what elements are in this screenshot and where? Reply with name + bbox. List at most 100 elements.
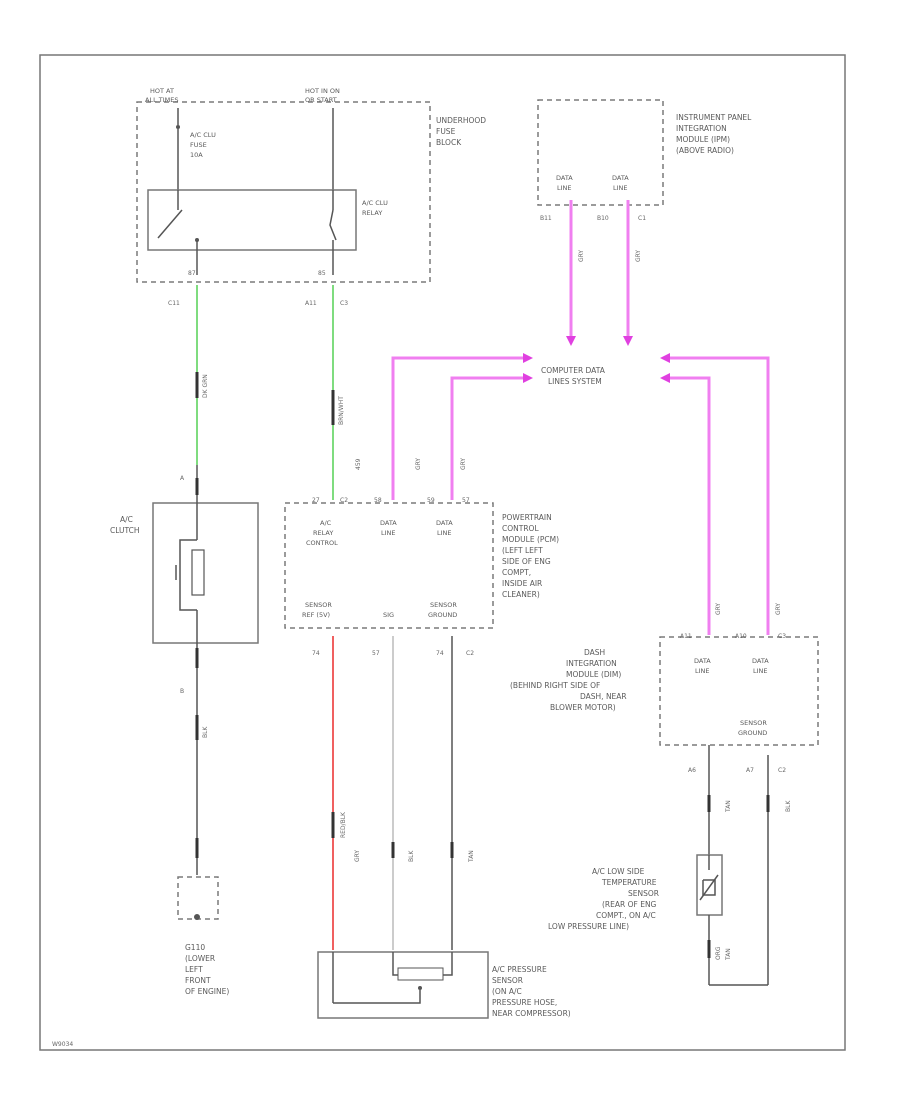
ground-label-3: LEFT [185,965,203,974]
ground-label-5: OF ENGINE) [185,987,229,996]
dim-data-1a: DATA [694,657,711,665]
dim-wire-tan: TAN [725,800,732,813]
data-system-label-1: COMPUTER DATA [541,366,606,375]
pcm-sensor-ref-1: SENSOR [305,601,332,609]
underhood-fuse-block: HOT AT ALL TIMES HOT IN ON OR START A/C … [136,87,486,283]
pcm-data-1b: LINE [381,529,396,537]
relay-label-2: RELAY [362,209,382,217]
dim-pin-c2: C2 [778,767,786,774]
ipm-wire-gry-2: GRY [635,250,642,262]
pcm-sig: SIG [383,611,394,619]
ipm-wire-gry-1: GRY [578,250,585,262]
clutch-label-2: CLUTCH [110,526,140,535]
wire-label-brn-wht: BRN/WHT [338,396,345,425]
pcm-data-1a: DATA [380,519,397,527]
ipm-data-2a: DATA [612,174,629,182]
temp-sensor-5: COMPT., ON A/C [596,911,656,920]
dim-pin-a11: A11 [680,633,692,640]
dim-pin-a7: A7 [746,767,754,774]
temp-sensor-2: TEMPERATURE [601,878,657,887]
pcm-sensor-gnd-2: GROUND [428,611,457,619]
dim-title-1: DASH [584,648,605,657]
pressure-sensor-5: NEAR COMPRESSOR) [492,1009,571,1018]
ipm-pin-b11: B11 [540,215,552,222]
dim-title-6: BLOWER MOTOR) [550,703,616,712]
sensor-wire-tan: TAN [468,850,475,863]
conn-c3: C3 [340,300,348,307]
dim-wire-gry-1: GRY [715,603,722,615]
dim-sensor-gnd-1: SENSOR [740,719,767,727]
ac-pressure-sensor: A/C PRESSURE SENSOR (ON A/C PRESSURE HOS… [317,951,571,1019]
fuse-label-3: 10A [190,151,203,159]
sensor-wire-red-blk: RED/BLK [340,811,347,838]
pcm-module: 27 C2 58 59 57 459 GRY GRY A/C RELAY CON… [284,458,559,657]
pcm-data-2b: LINE [437,529,452,537]
ipm-title-4: (ABOVE RADIO) [676,146,734,155]
pcm-sensor-ref-2: REF (5V) [302,611,330,619]
ground-label-4: FRONT [185,976,211,985]
sensor-wire-gry: GRY [354,850,361,862]
dim-module: GRY GRY A11 A10 C3 DATA LINE DATA LINE S… [510,603,819,774]
relay-label-1: A/C CLU [362,199,388,207]
temp-sensor-1: A/C LOW SIDE [592,867,645,876]
dim-data-2a: DATA [752,657,769,665]
pcm-pin-27: 27 [312,497,320,504]
conn-a11: A11 [305,300,317,307]
pcm-pin-59: 59 [427,497,435,504]
pcm-title-4: (LEFT LEFT [502,546,543,555]
pcm-pin-57b: 57 [372,650,380,657]
relay-pin-87: 87 [188,270,196,277]
dim-data-1b: LINE [695,667,710,675]
dim-title-5: DASH, NEAR [580,692,627,701]
ipm-module: INSTRUMENT PANEL INTEGRATION MODULE (IPM… [537,99,752,222]
relay-box [147,189,357,251]
ipm-title-2: INTEGRATION [676,124,727,133]
sensor-wire-blk: BLK [408,850,415,862]
fuse-block-title-3: BLOCK [436,138,462,147]
pcm-relay-ctl-2: RELAY [313,529,333,537]
pressure-sensor-4: PRESSURE HOSE, [492,998,557,1007]
pcm-data-2a: DATA [436,519,453,527]
pcm-title-7: INSIDE AIR [502,579,542,588]
fuse-label-2: FUSE [190,141,207,149]
fuse-block-title-2: FUSE [436,127,456,136]
dim-sensor-gnd-2: GROUND [738,729,767,737]
hot-at-label-2: ALL TIMES [145,96,178,104]
pcm-sensor-gnd-1: SENSOR [430,601,457,609]
fuse-label-1: A/C CLU [190,131,216,139]
temp-sensor-wire-org: ORG [715,946,722,960]
pcm-wire-gry-2: GRY [460,458,467,470]
data-system-label-2: LINES SYSTEM [548,377,602,386]
pcm-pin-74a: 74 [312,650,320,657]
ground-g110: G110 (LOWER LEFT FRONT OF ENGINE) [177,876,229,996]
dim-title-3: MODULE (DIM) [566,670,621,679]
temp-sensor-wire-tan: TAN [725,948,732,961]
dim-wire-blk: BLK [785,800,792,812]
dim-pin-a10: A10 [735,633,747,640]
pcm-relay-ctl-1: A/C [320,519,332,527]
hot-in-on-label-2: OR START [305,96,337,104]
dim-title-4: (BEHIND RIGHT SIDE OF [510,681,600,690]
hot-in-on-label-1: HOT IN ON [305,87,340,95]
ipm-title-3: MODULE (IPM) [676,135,730,144]
dim-pin-a6: A6 [688,767,696,774]
pressure-sensor-3: (ON A/C [492,987,522,996]
temp-sensor-3: SENSOR [628,889,659,898]
diagram-frame [39,54,846,1051]
ipm-data-2b: LINE [613,184,628,192]
ground-label-2: (LOWER [185,954,215,963]
relay-pin-85: 85 [318,270,326,277]
temp-sensor-6: LOW PRESSURE LINE) [548,922,629,931]
dim-title-2: INTEGRATION [566,659,617,668]
clutch-pin-b: B [180,688,184,695]
ac-low-side-temp-sensor: A/C LOW SIDE TEMPERATURE SENSOR (REAR OF… [548,854,768,986]
pcm-pin-c2b: C2 [466,650,474,657]
pcm-title-5: SIDE OF ENG [502,557,551,566]
pressure-sensor-2: SENSOR [492,976,523,985]
pcm-title-3: MODULE (PCM) [502,535,559,544]
conn-c11: C11 [168,300,180,307]
pcm-title-6: COMPT, [502,568,531,577]
dim-wire-gry-2: GRY [775,603,782,615]
ipm-pin-b10: B10 [597,215,609,222]
